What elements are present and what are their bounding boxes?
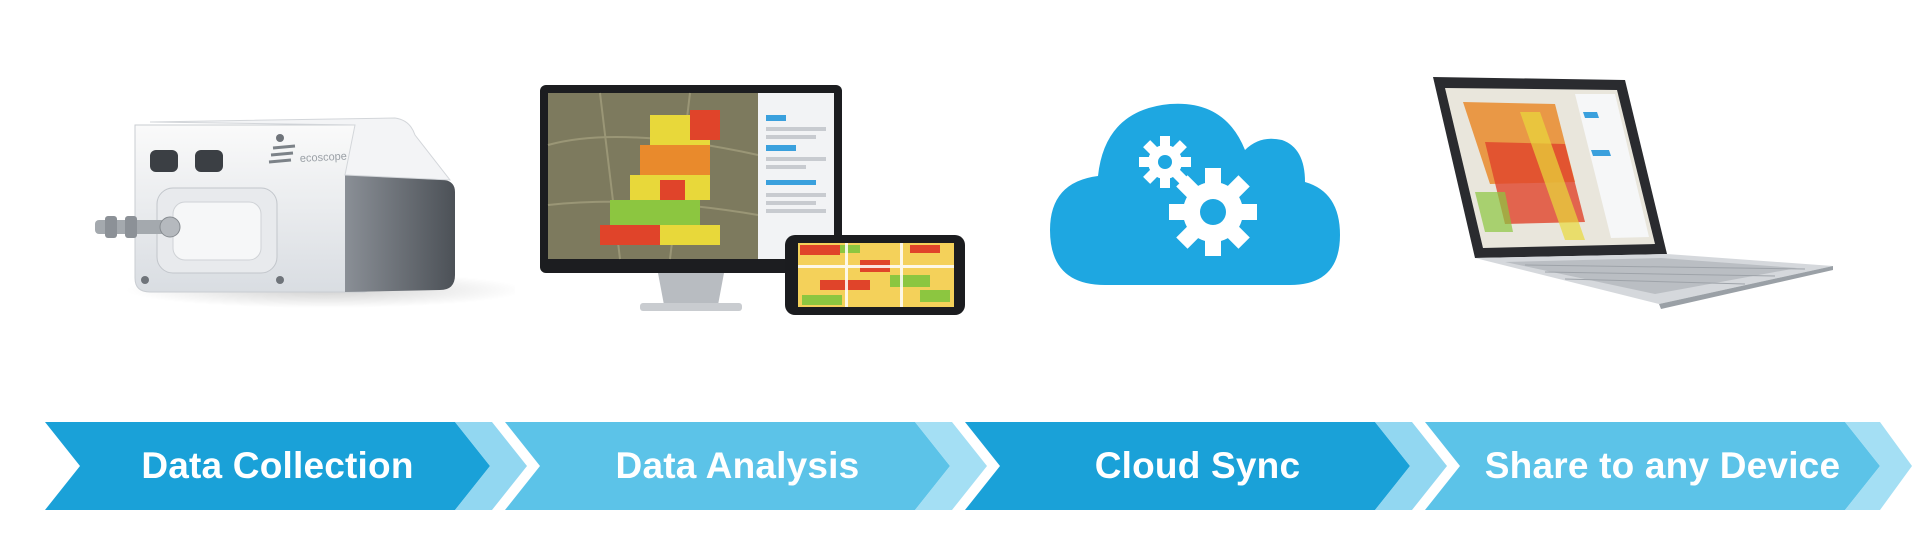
monitor-with-phone-icon <box>540 85 965 315</box>
step-label-share-to-any-device: Share to any Device <box>1484 445 1841 486</box>
laptop-icon <box>1433 77 1833 309</box>
step-data-collection <box>45 422 527 510</box>
cloud-gears-icon <box>1050 103 1340 285</box>
step-label-data-analysis: Data Analysis <box>615 445 860 486</box>
step-label-data-collection: Data Collection <box>141 445 414 486</box>
step-cloud-sync <box>965 422 1447 510</box>
sensor-device-icon: ecoscope <box>95 117 515 308</box>
step-label-cloud-sync: Cloud Sync <box>1094 445 1301 486</box>
svg-text:ecoscope: ecoscope <box>300 151 348 165</box>
step-data-analysis <box>505 422 987 510</box>
step-share-to-any-device <box>1425 422 1912 510</box>
heatmap-grid <box>600 110 720 245</box>
